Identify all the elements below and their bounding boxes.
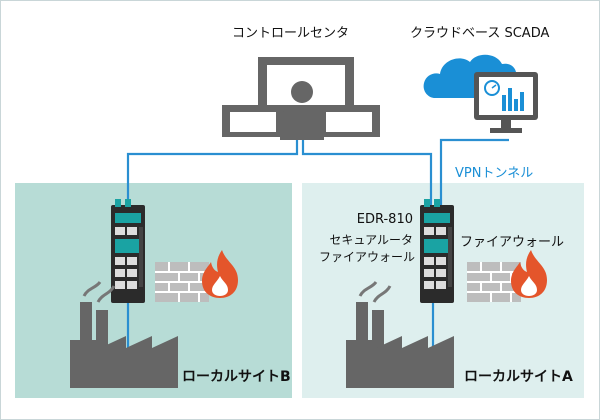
firewall-label-left: ファイアウォール: [319, 250, 416, 264]
router-site-b-icon: [111, 199, 145, 303]
link-site-a-to-control: [301, 140, 433, 205]
site-a-label: ローカルサイトA: [464, 369, 573, 385]
site-b-label: ローカルサイトB: [182, 369, 291, 385]
flame-b-icon: [202, 250, 238, 298]
link-site-b-to-control: [126, 140, 299, 205]
firewall-label-right: ファイアウォール: [460, 235, 565, 250]
brick-wall-b-icon: [154, 261, 210, 303]
control-center-label: コントロールセンタ: [232, 26, 350, 41]
cloud-scada-label: クラウドベース SCADA: [410, 26, 550, 41]
control-center-icon: [222, 57, 380, 140]
secure-router-label: セキュアルータ: [329, 233, 413, 247]
edr-model-label: EDR-810: [356, 212, 413, 227]
cloud-scada-icon: [423, 54, 538, 133]
vpn-tunnel-label: VPNトンネル: [455, 166, 534, 181]
router-site-a-icon: [420, 199, 454, 303]
vpn-tunnel-link: [439, 138, 509, 205]
flame-a-icon: [511, 250, 547, 298]
